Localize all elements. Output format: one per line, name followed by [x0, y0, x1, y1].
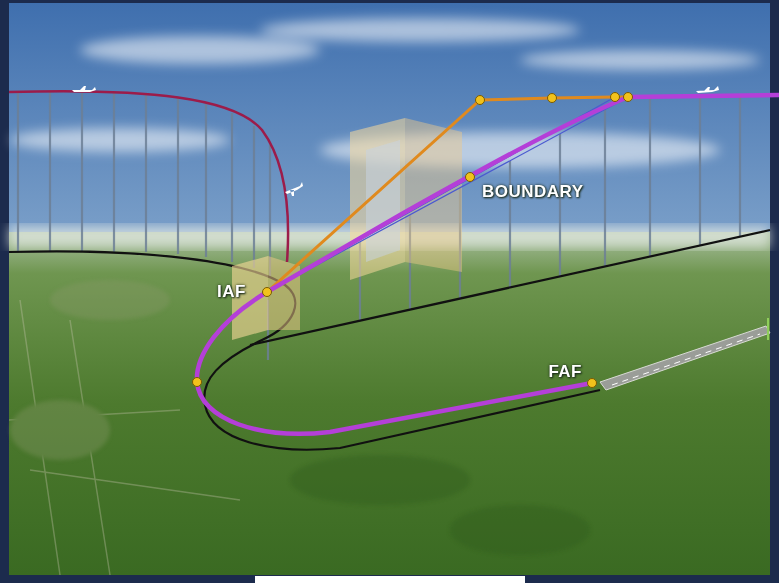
forest-patch — [290, 455, 470, 505]
boundary-volume — [350, 118, 462, 280]
curtain-line — [17, 93, 19, 252]
town-patch — [10, 400, 110, 460]
runway — [600, 326, 770, 390]
volume-face — [350, 118, 405, 280]
runway-centerline — [612, 334, 760, 385]
sky — [9, 3, 770, 575]
curtain-line — [145, 95, 147, 252]
curtain-line — [559, 134, 561, 276]
waypoint — [193, 378, 202, 387]
curtain-line — [49, 92, 51, 252]
curtain-line — [739, 95, 741, 237]
waypoint — [466, 173, 475, 182]
runway-lights — [767, 318, 769, 340]
curtain-line — [81, 92, 83, 252]
aircraft-icon — [72, 86, 96, 92]
aircraft-icon — [696, 86, 719, 93]
ground-track — [9, 251, 600, 449]
waypoint — [263, 288, 272, 297]
curtain-line — [509, 161, 511, 288]
town-patch — [50, 280, 170, 320]
ground-track — [250, 230, 770, 345]
curtain-line — [177, 98, 179, 254]
cloud — [520, 50, 760, 70]
arrival-path — [9, 91, 288, 262]
cloud — [80, 36, 320, 64]
caption-bar — [255, 576, 525, 583]
curtain-line — [253, 126, 255, 268]
waypoint — [588, 379, 597, 388]
curtain-line — [699, 96, 701, 245]
waypoint — [476, 96, 485, 105]
curtain-line — [649, 96, 651, 257]
aircraft-icon — [285, 182, 303, 196]
curtain-line — [113, 93, 115, 252]
volume-opening — [366, 140, 400, 262]
waypoint — [548, 94, 557, 103]
forest-patch — [450, 505, 590, 555]
waypoints — [193, 93, 633, 388]
waypoint — [624, 93, 633, 102]
waypoint — [611, 93, 620, 102]
road — [9, 300, 240, 575]
waypoint-label: IAF — [217, 282, 246, 302]
curtain-line — [231, 113, 233, 262]
ground — [9, 232, 770, 575]
curtain-line — [269, 145, 271, 276]
aircraft — [72, 86, 719, 196]
curtain-line — [205, 104, 207, 257]
waypoint-label: BOUNDARY — [482, 182, 584, 202]
curtain-line — [604, 110, 606, 266]
approach-path — [197, 95, 779, 434]
waypoint-label: FAF — [548, 362, 582, 382]
cloud — [260, 18, 580, 42]
cloud — [10, 128, 230, 152]
